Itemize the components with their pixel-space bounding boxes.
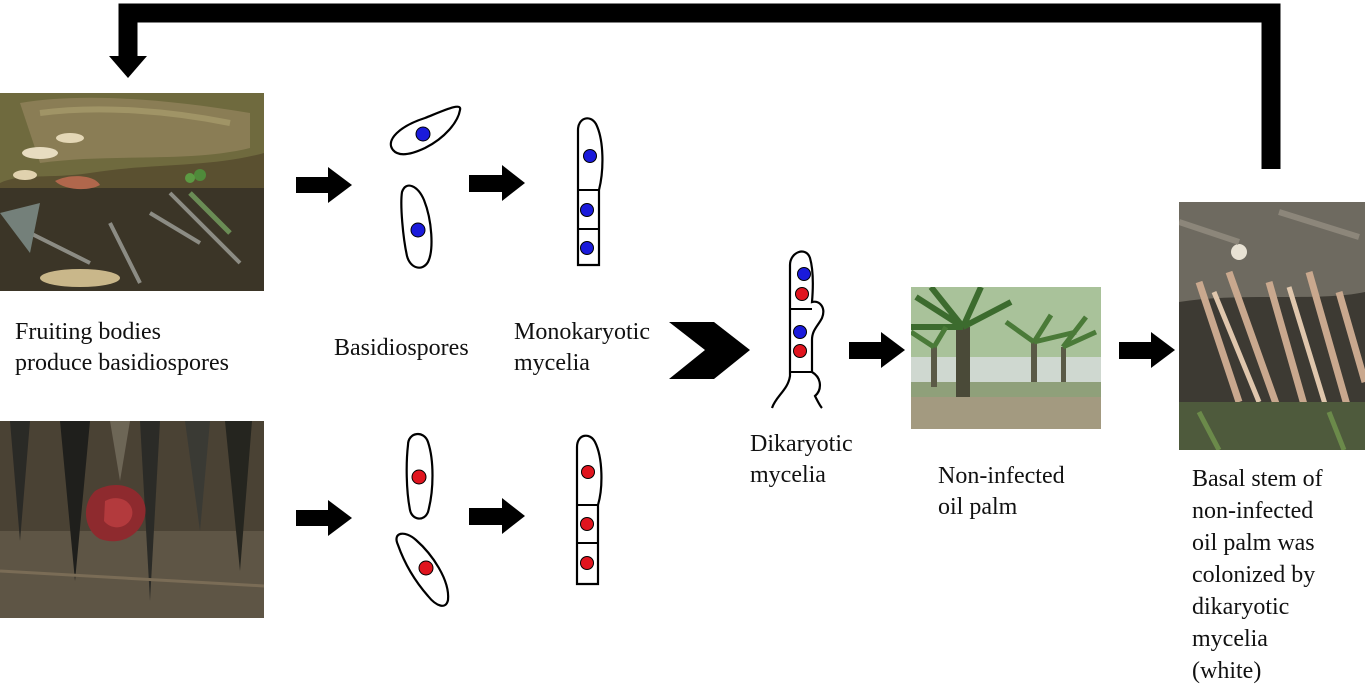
nucleus-red xyxy=(793,344,807,358)
non-infected-label-line-1: Non-infected xyxy=(938,463,1065,489)
dikaryotic-label-line-2: mycelia xyxy=(750,462,826,488)
basidiospore-blue-1 xyxy=(389,105,462,156)
nucleus-blue xyxy=(580,203,594,217)
merge-arrow xyxy=(669,322,750,379)
arrow-right-1 xyxy=(296,167,352,203)
basidiospore-red-2 xyxy=(395,532,450,607)
nucleus-blue xyxy=(410,222,426,238)
basidiospore-blue-2 xyxy=(400,184,433,269)
basal-stem-label: Basal stem of non-infected oil palm was … xyxy=(1192,463,1323,687)
arrow-right-5 xyxy=(849,332,905,368)
non-infected-label-line-2: oil palm xyxy=(938,494,1018,520)
dikaryotic-hypha xyxy=(770,250,825,409)
nucleus-blue xyxy=(797,267,811,281)
fruiting-bodies-label: Fruiting bodies produce basidiospores xyxy=(15,317,229,379)
basal-stem-label-line-2: non-infected xyxy=(1192,498,1314,524)
monokaryotic-label-line-2: mycelia xyxy=(514,350,590,376)
basal-stem-label-line-4: colonized by xyxy=(1192,562,1316,588)
basal-stem-label-line-7: (white) xyxy=(1192,658,1262,684)
fruiting-bodies-label-line-1: Fruiting bodies xyxy=(15,319,162,345)
fruiting-body-photo-top xyxy=(0,93,264,291)
nucleus-blue xyxy=(415,126,431,142)
arrow-right-6 xyxy=(1119,332,1175,368)
basal-stem-photo xyxy=(1179,202,1365,450)
nucleus-blue xyxy=(580,241,594,255)
basal-stem-label-line-6: mycelia xyxy=(1192,626,1268,652)
basal-stem-label-line-3: oil palm was xyxy=(1192,530,1315,556)
basal-stem-label-line-1: Basal stem of xyxy=(1192,466,1323,492)
arrow-right-2 xyxy=(469,165,525,201)
basidiospores-label-line: Basidiospores xyxy=(334,335,469,361)
monokaryotic-hypha-blue xyxy=(576,117,604,267)
dikaryotic-label: Dikaryotic mycelia xyxy=(750,429,853,491)
monokaryotic-label-line-1: Monokaryotic xyxy=(514,319,650,345)
nucleus-red xyxy=(580,517,594,531)
basal-stem-label-line-5: dikaryotic xyxy=(1192,594,1290,620)
dikaryotic-label-line-1: Dikaryotic xyxy=(750,431,853,457)
nucleus-blue xyxy=(583,149,597,163)
fruiting-bodies-label-line-2: produce basidiospores xyxy=(15,350,229,376)
feedback-loop-arrow xyxy=(109,3,1281,169)
nucleus-red xyxy=(581,465,595,479)
oil-palm-photo xyxy=(911,287,1101,429)
nucleus-red xyxy=(795,287,809,301)
nucleus-red xyxy=(418,560,434,576)
arrow-right-4 xyxy=(469,498,525,534)
non-infected-label: Non-infected oil palm xyxy=(938,461,1065,523)
arrow-right-3 xyxy=(296,500,352,536)
nucleus-red xyxy=(580,556,594,570)
fruiting-body-photo-bottom xyxy=(0,421,264,618)
nucleus-blue xyxy=(793,325,807,339)
basidiospores-label: Basidiospores xyxy=(334,333,469,364)
monokaryotic-hypha-red xyxy=(575,434,603,586)
monokaryotic-label: Monokaryotic mycelia xyxy=(514,317,650,379)
nucleus-red xyxy=(411,469,427,485)
basidiospore-red-1 xyxy=(405,433,434,520)
